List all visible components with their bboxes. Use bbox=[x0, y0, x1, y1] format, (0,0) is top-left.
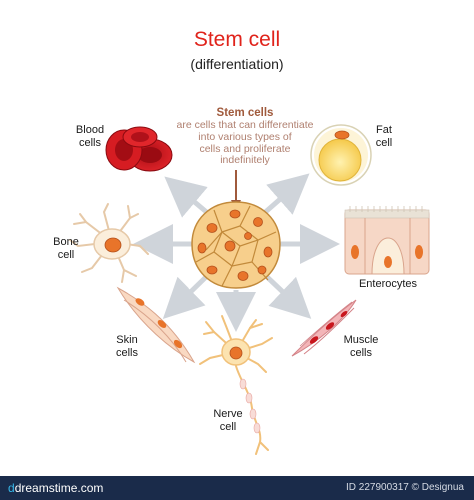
skin-cells-illustration bbox=[116, 286, 196, 364]
diagram-artwork bbox=[69, 124, 430, 455]
arrow-to-blood bbox=[164, 176, 212, 218]
logo-suffix: .com bbox=[77, 481, 104, 495]
footer-bar: ddreamstime.com ID 227900317 © Designua bbox=[0, 476, 474, 500]
logo-d-glyph: d bbox=[8, 481, 15, 495]
arrow-to-fat bbox=[260, 173, 310, 217]
arrow-to-skin bbox=[162, 273, 210, 319]
enterocytes-illustration bbox=[344, 206, 430, 275]
muscle-cells-illustration bbox=[291, 299, 357, 357]
definition-line: indefinitely bbox=[220, 154, 270, 167]
differentiation-arrows bbox=[133, 173, 340, 332]
logo-text: dreamstime bbox=[14, 481, 78, 495]
stem-cell-cluster bbox=[191, 201, 281, 289]
nerve-cell-illustration bbox=[199, 315, 273, 455]
bone-cell-body bbox=[93, 228, 131, 260]
label-enterocytes: Enterocytes bbox=[358, 278, 418, 290]
nerve-cell-body bbox=[221, 338, 251, 366]
image-id: ID 227900317 © Designua bbox=[345, 482, 464, 493]
footer-logo: ddreamstime.com bbox=[8, 481, 103, 495]
definition-text: are cells that can differentiate into va… bbox=[160, 119, 330, 167]
diagram-title: Stem cell bbox=[193, 28, 281, 51]
definition-title: Stem cells bbox=[216, 107, 274, 119]
blood-cells-illustration bbox=[105, 126, 173, 172]
bone-cell-illustration bbox=[69, 203, 149, 283]
definition-line: cells and proliferate bbox=[199, 142, 291, 155]
fat-cell-illustration bbox=[310, 124, 372, 186]
definition-line: are cells that can differentiate bbox=[176, 119, 314, 131]
diagram-subtitle: (differentiation) bbox=[190, 56, 284, 72]
definition-line: into various types of bbox=[198, 130, 292, 143]
arrow-to-muscle bbox=[263, 273, 312, 319]
nerve-axon-sheath bbox=[239, 378, 261, 434]
